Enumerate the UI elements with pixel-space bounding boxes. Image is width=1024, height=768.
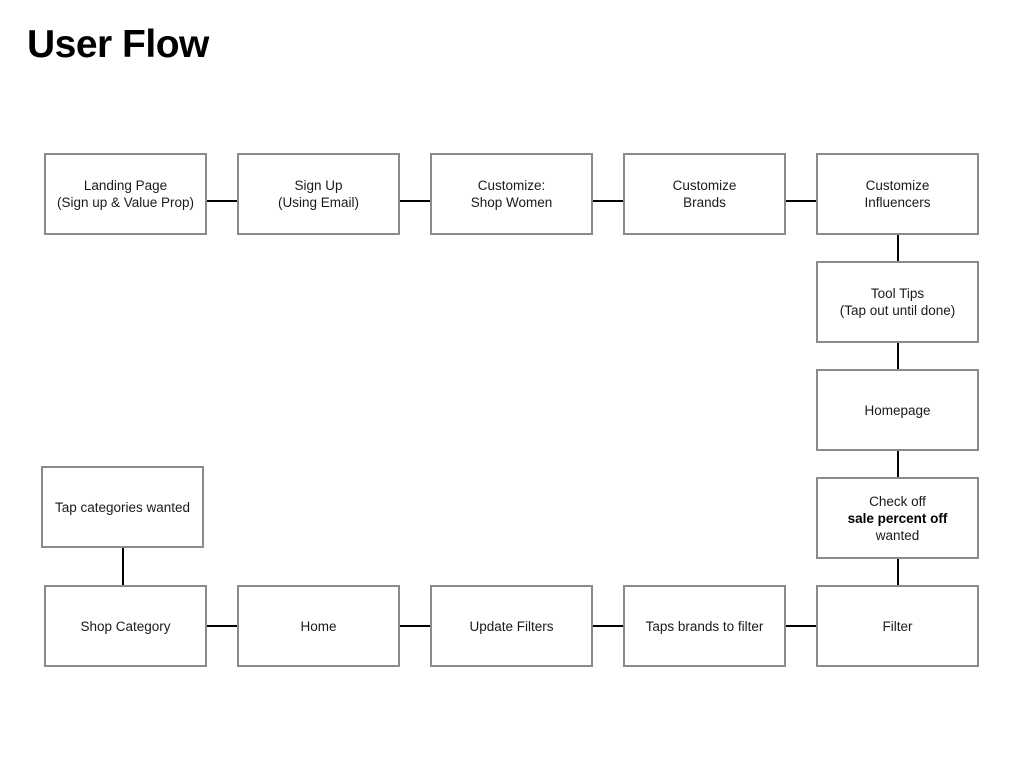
connector-checkoff-filter [897,559,899,585]
node-customize-shop-women: Customize: Shop Women [430,153,593,235]
connector-taps-brands-update [593,625,623,627]
node-text: Customize: [477,178,546,193]
connector-homepage-checkoff [897,451,899,477]
node-text: Taps brands to filter [645,618,764,634]
node-text-emphasis: sale percent off [847,510,948,526]
node-text: Brands [683,195,726,210]
connector-tooltips-homepage [897,343,899,369]
node-homepage: Homepage [816,369,979,451]
node-text: Check off [869,493,926,509]
node-shop-category: Shop Category [44,585,207,667]
node-text: wanted [875,527,920,543]
node-check-off-sale: Check off sale percent off wanted [816,477,979,559]
node-text: Customize [672,178,737,193]
node-filter: Filter [816,585,979,667]
node-text: Tap categories wanted [54,499,191,515]
node-text: Influencers [864,195,931,210]
node-text: Landing Page [83,178,168,193]
node-text: Customize [865,178,930,193]
node-text: Sign Up [294,178,343,193]
connector-update-home [400,625,430,627]
connector-shop-women-brands [593,200,623,202]
node-sign-up: Sign Up (Using Email) [237,153,400,235]
node-text: Shop Women [470,195,553,210]
node-customize-influencers: Customize Influencers [816,153,979,235]
node-customize-brands: Customize Brands [623,153,786,235]
node-taps-brands-to-filter: Taps brands to filter [623,585,786,667]
connector-filter-taps-brands [786,625,816,627]
node-text: (Tap out until done) [839,303,956,318]
connector-home-shop-category [207,625,237,627]
node-text: (Sign up & Value Prop) [56,195,195,210]
node-text: Shop Category [80,618,171,634]
node-text: Update Filters [469,618,554,634]
node-landing-page: Landing Page (Sign up & Value Prop) [44,153,207,235]
node-tool-tips: Tool Tips (Tap out until done) [816,261,979,343]
node-text: Home [300,618,337,634]
connector-brands-influencers [786,200,816,202]
connector-shop-category-tap-categories [122,548,124,585]
page-title: User Flow [27,23,209,66]
node-text: Tool Tips [870,286,925,301]
node-text: Homepage [864,402,931,418]
connector-landing-signup [207,200,237,202]
node-tap-categories-wanted: Tap categories wanted [41,466,204,548]
node-text: (Using Email) [277,195,359,210]
node-home: Home [237,585,400,667]
node-text: Filter [882,618,913,634]
node-update-filters: Update Filters [430,585,593,667]
connector-signup-shop-women [400,200,430,202]
connector-influencers-tooltips [897,235,899,261]
